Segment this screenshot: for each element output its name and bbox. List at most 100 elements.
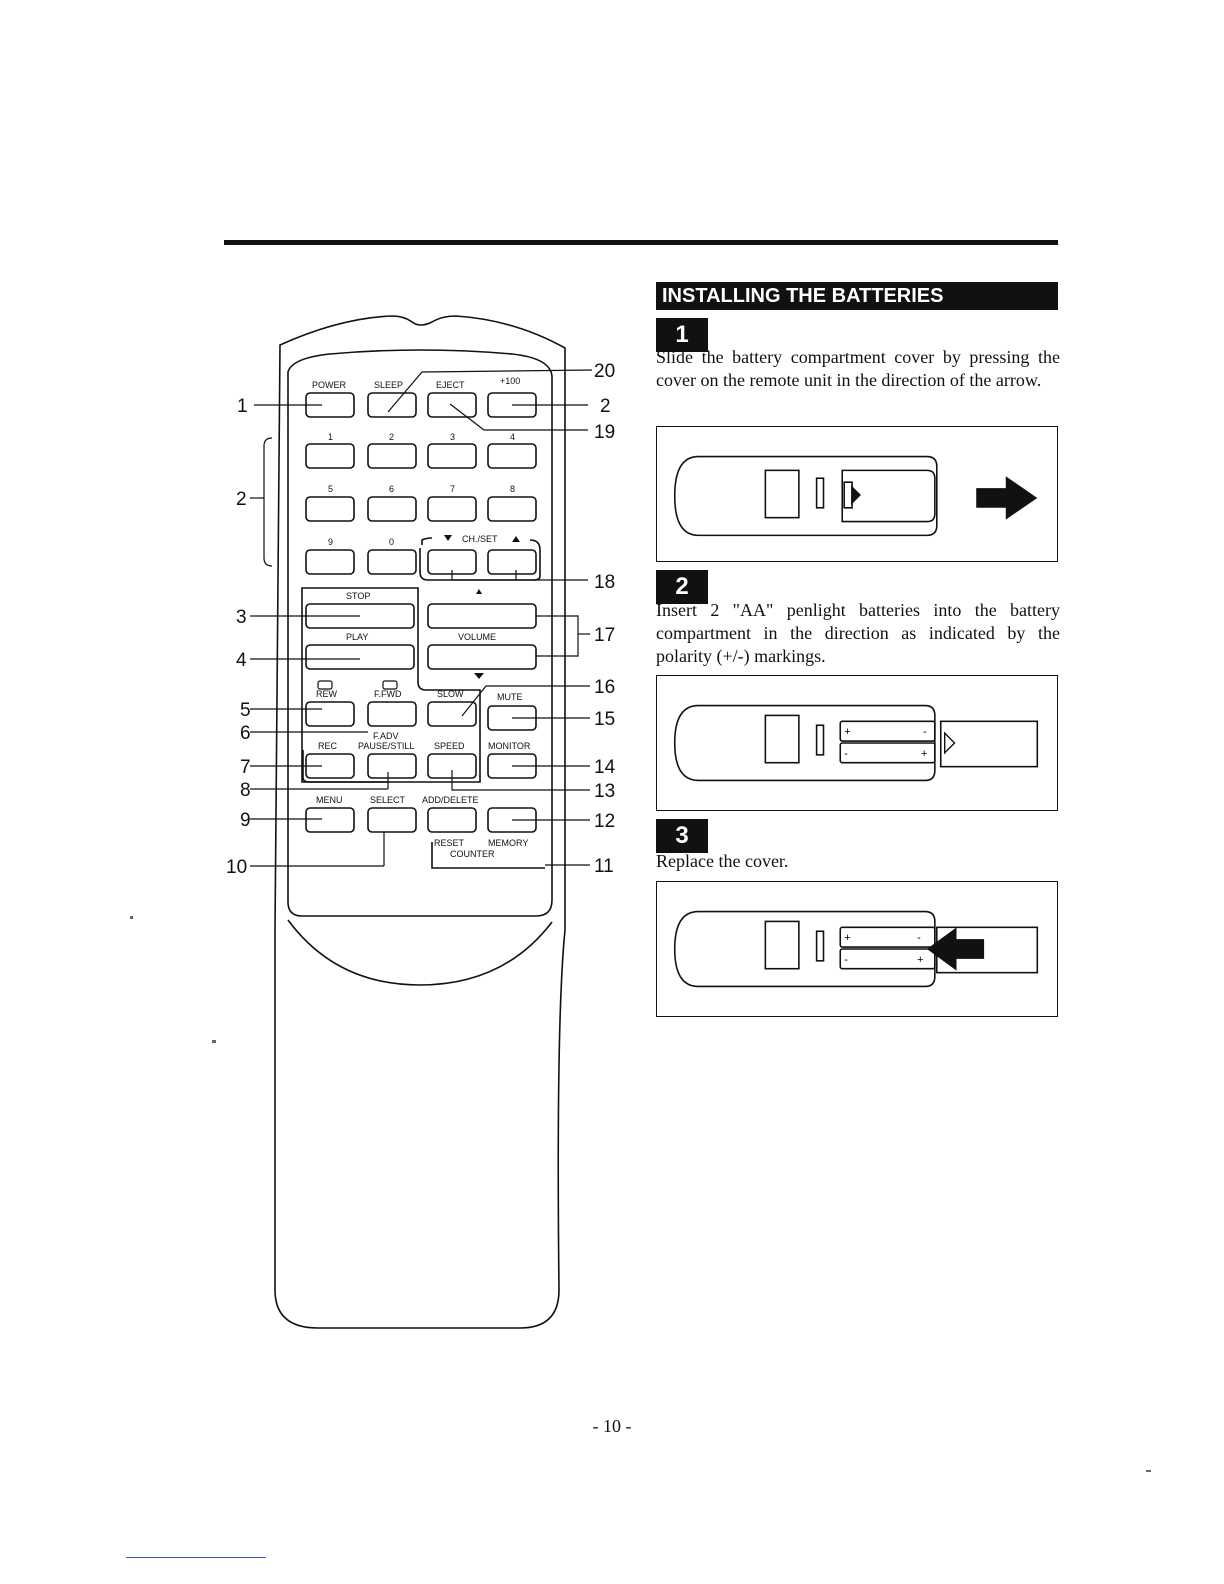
- number-4-button[interactable]: [487, 443, 537, 469]
- step-2-badge: 2: [656, 570, 708, 604]
- rec-bracket: [302, 750, 388, 783]
- eject-label: EJECT: [436, 380, 465, 390]
- speed-label: SPEED: [434, 741, 465, 751]
- callout-2-right: 2: [600, 396, 611, 417]
- remote-control-diagram: POWER SLEEP EJECT +100 1 2 3 4 5 6 7 8 9…: [226, 315, 616, 1329]
- volume-down-button[interactable]: [427, 644, 537, 670]
- slow-button[interactable]: [427, 701, 477, 727]
- add-delete-label: ADD/DELETE: [422, 795, 479, 805]
- volume-label: VOLUME: [458, 632, 496, 642]
- stop-label: STOP: [346, 591, 370, 601]
- number-9-button[interactable]: [305, 549, 355, 575]
- battery-2-minus: -: [844, 748, 848, 760]
- menu-button[interactable]: [305, 807, 355, 833]
- battery-2-plus: +: [917, 954, 923, 966]
- footer-link-underline: [126, 1557, 266, 1558]
- battery-1-minus: -: [917, 932, 921, 944]
- callout-7: 7: [240, 757, 251, 778]
- select-label: SELECT: [370, 795, 406, 805]
- callout-13: 13: [594, 781, 615, 802]
- step-3-figure: + - - +: [656, 881, 1058, 1017]
- step-1-badge: 1: [656, 318, 708, 352]
- callout-16: 16: [594, 677, 615, 698]
- remote-body-outline: [274, 315, 566, 1329]
- number-7-button[interactable]: [427, 496, 477, 522]
- slow-label: SLOW: [437, 689, 464, 699]
- callout-6: 6: [240, 723, 251, 744]
- sleep-label: SLEEP: [374, 380, 403, 390]
- transport-group-frame: [301, 587, 481, 783]
- mute-label: MUTE: [497, 692, 523, 702]
- callout-15: 15: [594, 709, 615, 730]
- select-button[interactable]: [367, 807, 417, 833]
- step-3-text: Replace the cover.: [656, 851, 789, 871]
- callout-3: 3: [236, 607, 247, 628]
- callout-4: 4: [236, 650, 247, 671]
- chset-label: CH./SET: [462, 534, 498, 544]
- callout-1: 1: [237, 396, 248, 417]
- callout-18: 18: [594, 572, 615, 593]
- reset-label: RESET: [434, 838, 465, 848]
- ch-up-button[interactable]: [487, 549, 537, 575]
- monitor-label: MONITOR: [488, 741, 531, 751]
- number-3-button[interactable]: [427, 443, 477, 469]
- play-label: PLAY: [346, 632, 368, 642]
- number-5-label: 5: [328, 484, 333, 494]
- section-title: INSTALLING THE BATTERIES: [656, 282, 1058, 310]
- callout-20: 20: [594, 361, 615, 382]
- number-2-button[interactable]: [367, 443, 417, 469]
- number-0-button[interactable]: [367, 549, 417, 575]
- add-delete-button[interactable]: [427, 807, 477, 833]
- pause-still-button[interactable]: [367, 753, 417, 779]
- ffwd-symbol-icon: [382, 680, 398, 690]
- battery-1-plus: +: [844, 932, 850, 944]
- ch-down-arrow-icon: [444, 535, 452, 541]
- pause-still-label: PAUSE/STILL: [358, 741, 414, 751]
- number-6-label: 6: [389, 484, 394, 494]
- callout-12: 12: [594, 811, 615, 832]
- direction-arrow-icon: [976, 476, 1038, 520]
- rec-label: REC: [318, 741, 338, 751]
- callout-10: 10: [226, 857, 247, 878]
- battery-2-plus: +: [921, 748, 927, 760]
- push-arrow-icon: [926, 927, 985, 971]
- callout-17: 17: [594, 625, 615, 646]
- play-button[interactable]: [305, 644, 415, 670]
- number-7-label: 7: [450, 484, 455, 494]
- sleep-button[interactable]: [367, 392, 417, 418]
- rew-button[interactable]: [305, 701, 355, 727]
- battery-1-plus: +: [844, 726, 850, 738]
- volume-down-arrow-icon: [474, 673, 484, 679]
- number-1-label: 1: [328, 432, 333, 442]
- ch-up-arrow-icon: [512, 536, 520, 542]
- step-2-text: Insert 2 "AA" penlight batteries into th…: [656, 600, 1060, 666]
- number-4-label: 4: [510, 432, 515, 442]
- menu-label: MENU: [316, 795, 343, 805]
- memory-label: MEMORY: [488, 838, 528, 848]
- rew-label: REW: [316, 689, 338, 699]
- number-8-button[interactable]: [487, 496, 537, 522]
- step-2-figure: + - - +: [656, 675, 1058, 811]
- volume-up-button[interactable]: [427, 603, 537, 629]
- callout-2-left: 2: [236, 489, 247, 510]
- number-8-label: 8: [510, 484, 515, 494]
- ffwd-button[interactable]: [367, 701, 417, 727]
- callout-9: 9: [240, 810, 251, 831]
- volume-up-arrow-icon: [476, 589, 482, 594]
- number-5-button[interactable]: [305, 496, 355, 522]
- scan-speck: [130, 916, 133, 919]
- callout-5: 5: [240, 700, 251, 721]
- number-1-button[interactable]: [305, 443, 355, 469]
- number-9-label: 9: [328, 537, 333, 547]
- remote-lower-curve: [287, 919, 553, 986]
- step-1-figure: [656, 426, 1058, 562]
- power-label: POWER: [312, 380, 347, 390]
- slide-out-arrow-icon: [851, 485, 861, 505]
- counter-bracket: [431, 842, 545, 869]
- scan-speck: [1146, 1470, 1151, 1472]
- number-6-button[interactable]: [367, 496, 417, 522]
- page-number: - 10 -: [592, 1416, 632, 1436]
- battery-2-minus: -: [844, 954, 848, 966]
- chset-bracket: [421, 537, 433, 545]
- top-rule: [224, 240, 1058, 245]
